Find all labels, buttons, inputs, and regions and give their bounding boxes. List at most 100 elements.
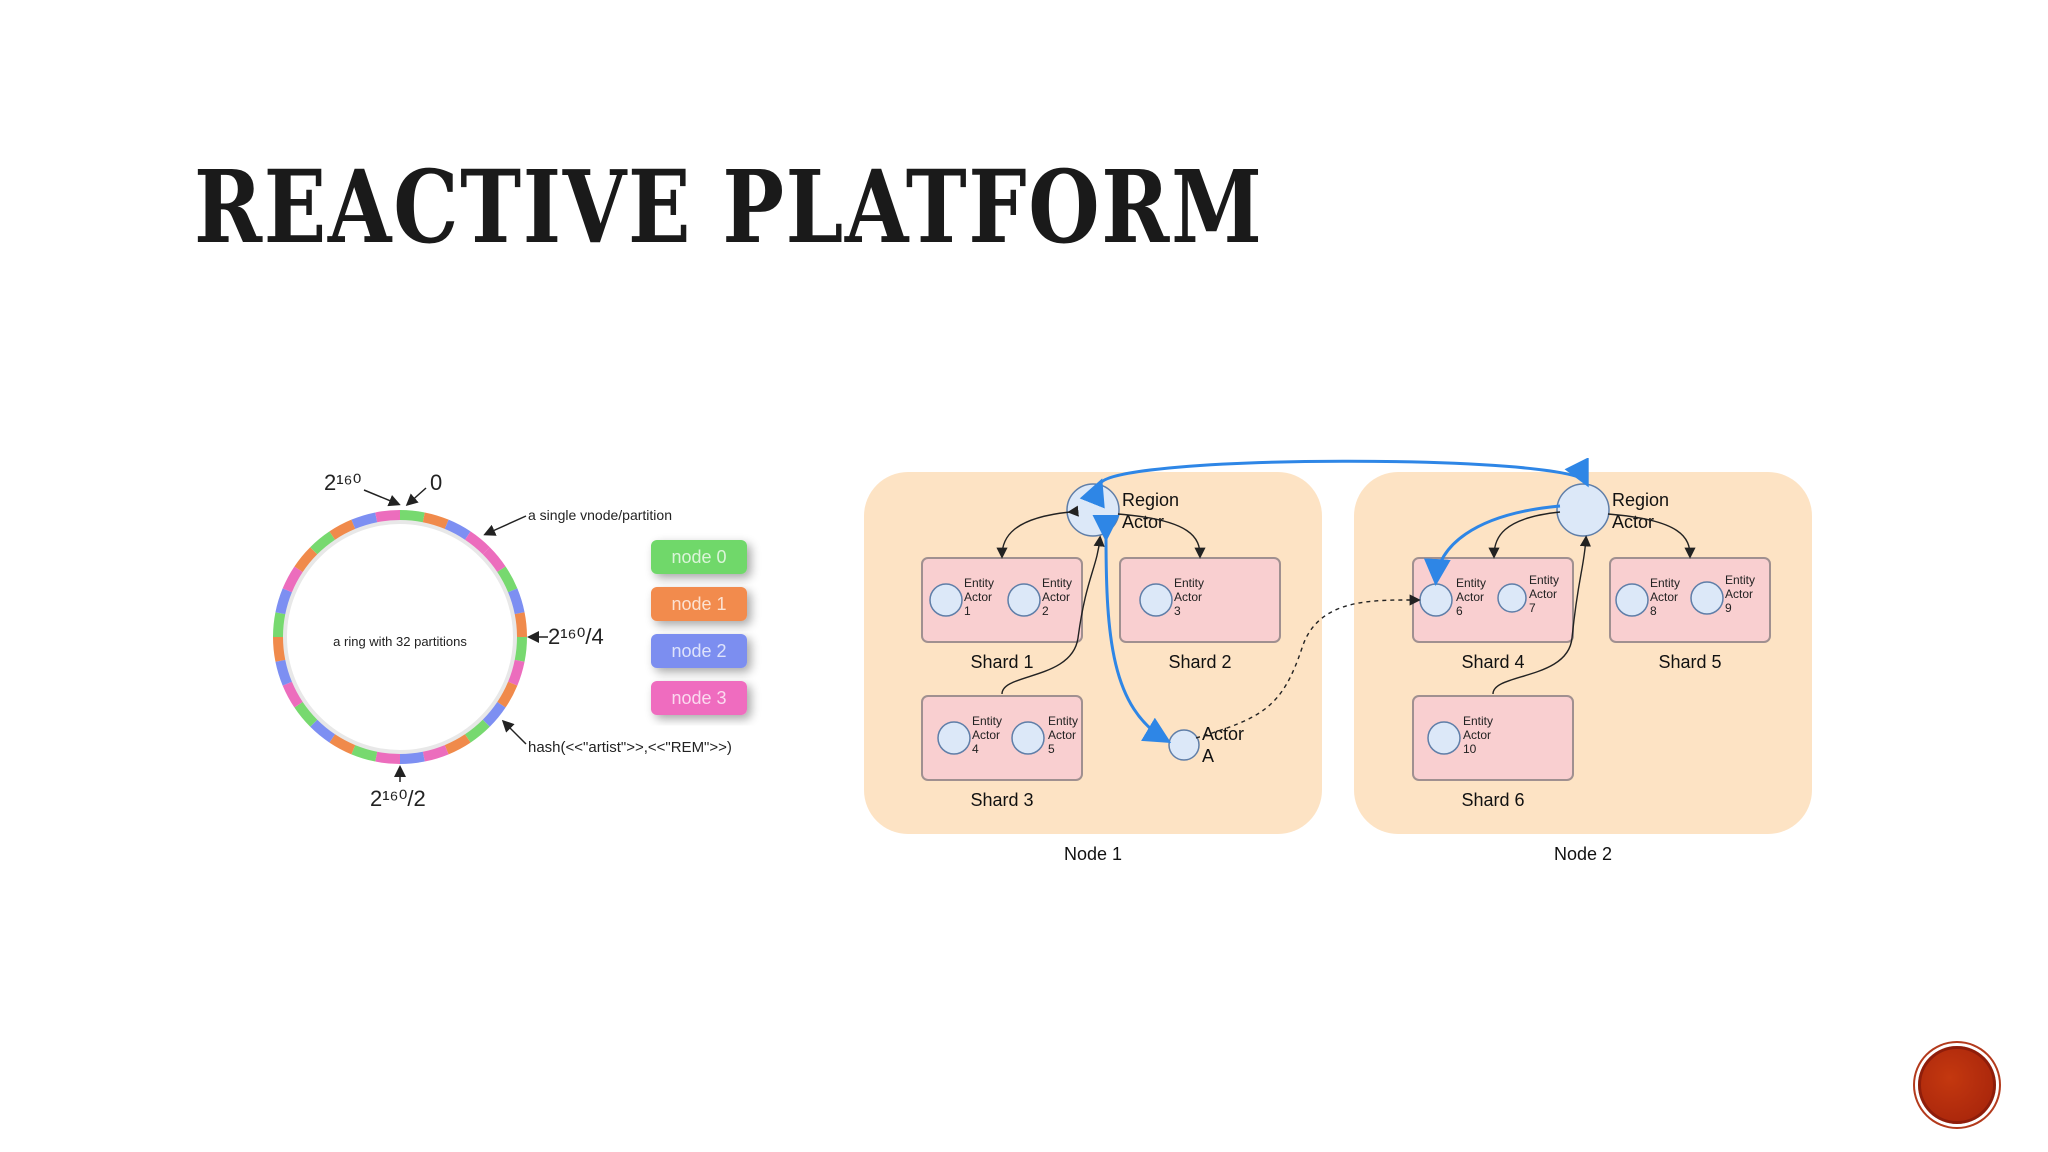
ring-arrow — [483, 515, 527, 536]
node-1-label: Node 1 — [1064, 844, 1122, 864]
shard6-region2-link — [1492, 535, 1592, 695]
ring-center-label: a ring with 32 partitions — [333, 634, 467, 649]
entity-actor-2 — [1007, 583, 1041, 617]
ring-partition-segment — [329, 734, 356, 755]
ring-partition-segment — [508, 659, 525, 686]
shard-3-label: Shard 3 — [970, 790, 1033, 810]
entity-actor-10 — [1427, 721, 1461, 755]
entity-actor-7 — [1497, 583, 1527, 613]
region2-shard4-link — [1488, 511, 1561, 559]
ring-arrow — [405, 487, 427, 506]
ring-partition-segment — [275, 588, 292, 615]
ring-partition-segment — [310, 531, 336, 555]
entity-actor-8 — [1615, 583, 1649, 617]
ring-partition-segment — [497, 681, 518, 708]
ring-partition-segment — [514, 636, 527, 662]
ring-partition-segment — [275, 659, 292, 686]
ring-partition-segment — [444, 519, 471, 540]
actor-a-to-entity-6-message — [1195, 594, 1421, 739]
ring-partition-segment — [514, 612, 527, 638]
entity-actor-4 — [937, 721, 971, 755]
hash-ring-figure: a ring with 32 partitions 2¹⁶⁰ 0 a singl… — [273, 470, 747, 811]
ring-partition-segment — [399, 751, 425, 764]
ring-partitions — [273, 510, 527, 764]
ring-partition-segment — [375, 510, 401, 523]
shard-2-label: Shard 2 — [1168, 652, 1231, 672]
ring-partition-segment — [282, 681, 303, 708]
ring-partition-segment — [422, 512, 449, 529]
ring-partition-segment — [273, 612, 286, 638]
ring-label-2-160: 2¹⁶⁰ — [324, 470, 362, 495]
next-slide-button[interactable] — [1918, 1046, 1996, 1124]
region2-shard5-link — [1607, 513, 1696, 559]
ring-partition-segment — [294, 547, 318, 573]
shard-1-label: Shard 1 — [970, 652, 1033, 672]
ring-partition-segment — [464, 531, 490, 555]
ring-partition-segment — [508, 588, 525, 615]
ring-partition-segment — [273, 636, 286, 662]
ring-partition-segment — [399, 510, 425, 523]
hash-label: hash(<<"artist">>,<<"REM">>) — [528, 739, 732, 756]
legend-label: node 1 — [671, 594, 726, 614]
ring-partition-segment — [294, 701, 318, 727]
ring-partition-segment — [282, 566, 303, 593]
vnode-label: a single vnode/partition — [528, 507, 672, 523]
slide-title: REACTIVE PLATFORM — [194, 148, 1264, 266]
legend-node-2: node 2 — [651, 634, 747, 668]
ring-partition-segment — [422, 745, 449, 762]
ring-label-zero: 0 — [430, 470, 442, 495]
ring-partition-segment — [375, 751, 401, 764]
ring-arrow — [501, 719, 527, 745]
region-to-region-link — [1079, 458, 1589, 509]
legend-node-1: node 1 — [651, 587, 747, 621]
entity-actor-5 — [1011, 721, 1045, 755]
ring-partition-segment — [497, 566, 518, 593]
ring-partition-segment — [329, 519, 356, 540]
legend-node-0: node 0 — [651, 540, 747, 574]
entity-actor-9 — [1690, 581, 1724, 615]
ring-label-quarter: 2¹⁶⁰/4 — [548, 624, 604, 649]
entity-actor-1 — [929, 583, 963, 617]
ring-partition-segment — [351, 745, 378, 762]
entity-actor-3 — [1139, 583, 1173, 617]
region1-actor-a-link — [1092, 514, 1172, 744]
shard-4-label: Shard 4 — [1461, 652, 1524, 672]
region2-entity6-link — [1423, 504, 1561, 586]
node-legend: node 0 node 1 node 2 node 3 — [651, 540, 747, 715]
legend-label: node 3 — [671, 688, 726, 708]
ring-partition-segment — [351, 512, 378, 529]
ring-partition-segment — [464, 719, 490, 743]
ring-partition-segment — [444, 734, 471, 755]
shard-5-label: Shard 5 — [1658, 652, 1721, 672]
region1-shard1-link — [996, 505, 1079, 559]
ring-partition-segment — [310, 719, 336, 743]
legend-label: node 2 — [671, 641, 726, 661]
entity-actor-6 — [1419, 583, 1453, 617]
shard-6-label: Shard 6 — [1461, 790, 1524, 810]
ring-partition-segment — [482, 701, 506, 727]
ring-label-half: 2¹⁶⁰/2 — [370, 786, 426, 811]
node-2-label: Node 2 — [1554, 844, 1612, 864]
legend-label: node 0 — [671, 547, 726, 567]
ring-partition-segment — [482, 547, 506, 573]
ring-arrow — [363, 489, 401, 507]
legend-node-3: node 3 — [651, 681, 747, 715]
